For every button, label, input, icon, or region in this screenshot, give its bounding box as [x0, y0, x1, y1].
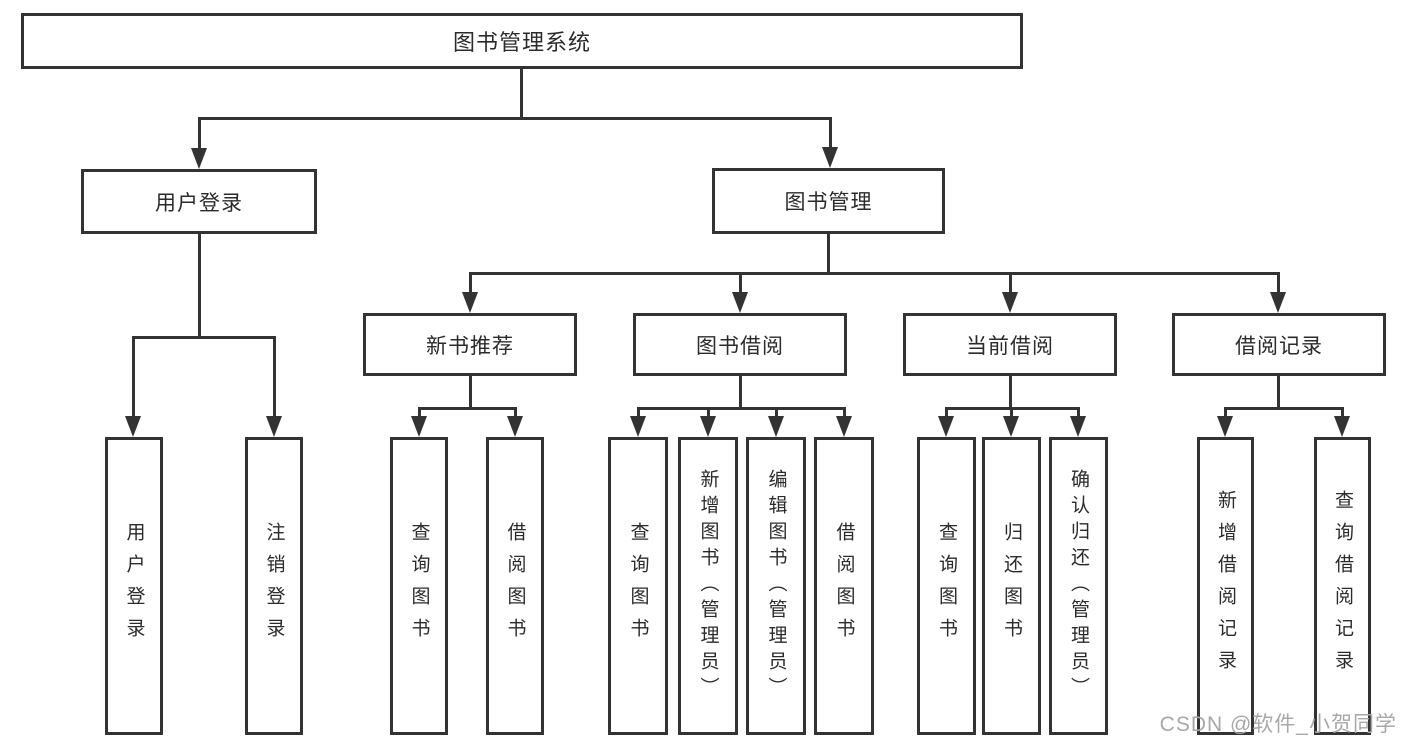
connector-stem-leaf	[418, 407, 421, 420]
arrowhead-down-icon	[700, 416, 716, 437]
node-logout: 注销登录	[245, 437, 303, 735]
connector-level3-bar	[470, 272, 1280, 275]
arrowhead-down-icon	[191, 148, 207, 169]
node-recommend-query-books: 查询图书	[390, 437, 448, 735]
node-query-borrow-record: 查询借阅记录	[1314, 437, 1371, 735]
connector-stem-book-management	[829, 117, 832, 153]
connector-user-login-stub	[198, 234, 201, 339]
arrowhead-down-icon	[411, 416, 427, 437]
arrowhead-down-icon	[462, 292, 478, 313]
connector-group4-bar	[946, 407, 1080, 410]
connector-stem-leaf	[945, 407, 948, 420]
connector-group2-bar	[419, 407, 517, 410]
node-label: 借阅图书	[833, 522, 855, 650]
node-label: 查询图书	[408, 522, 430, 650]
node-label: 确认归还（管理员）	[1068, 469, 1089, 703]
arrowhead-down-icon	[1270, 292, 1286, 313]
connector-stem-leaf	[637, 407, 640, 420]
node-new-book-recommendation: 新书推荐	[363, 313, 577, 376]
arrowhead-down-icon	[768, 416, 784, 437]
connector-stem-book-borrowing	[739, 272, 742, 296]
connector-stem-leaf	[1341, 407, 1344, 420]
node-return-books: 归还图书	[982, 437, 1041, 735]
arrowhead-down-icon	[266, 416, 282, 437]
connector-current-borrowing-stub	[1009, 376, 1012, 410]
connector-new-book-stub	[469, 376, 472, 410]
node-add-book-admin: 新增图书（管理员）	[678, 437, 738, 735]
connector-root-stub	[520, 68, 523, 120]
connector-stem-leaf	[707, 407, 710, 420]
connector-book-management-stub	[827, 234, 830, 275]
connector-stem-borrowing-records	[1277, 272, 1280, 296]
node-recommend-borrow-books: 借阅图书	[486, 437, 544, 735]
arrowhead-down-icon	[1334, 416, 1350, 437]
node-borrowing-borrow-books: 借阅图书	[814, 437, 874, 735]
connector-group1-bar	[133, 336, 276, 339]
connector-stem-leaf	[1077, 407, 1080, 420]
connector-stem-new-book	[469, 272, 472, 296]
arrowhead-down-icon	[822, 147, 838, 168]
node-label: 查询图书	[936, 522, 957, 650]
arrowhead-down-icon	[1217, 416, 1233, 437]
connector-stem-user-login	[198, 117, 201, 153]
connector-stem-leaf	[514, 407, 517, 420]
node-label: 归还图书	[1001, 522, 1022, 650]
node-borrowing-records: 借阅记录	[1172, 313, 1386, 376]
node-label: 注销登录	[263, 522, 285, 650]
connector-group3-bar	[638, 407, 846, 410]
node-current-borrowing: 当前借阅	[903, 313, 1117, 376]
connector-stem-leaf	[843, 407, 846, 420]
arrowhead-down-icon	[732, 292, 748, 313]
arrowhead-down-icon	[507, 416, 523, 437]
node-label: 借阅图书	[504, 522, 526, 650]
node-label: 用户登录	[123, 522, 145, 650]
connector-stem-current-borrowing	[1009, 272, 1012, 296]
node-add-borrow-record: 新增借阅记录	[1197, 437, 1254, 735]
connector-stem-leaf	[273, 336, 276, 420]
connector-stem-leaf	[775, 407, 778, 420]
node-label: 编辑图书（管理员）	[765, 469, 787, 703]
connector-stem-leaf	[1224, 407, 1227, 420]
node-user-login: 用户登录	[105, 437, 163, 735]
arrowhead-down-icon	[938, 416, 954, 437]
node-book-management-module: 图书管理	[712, 168, 945, 234]
connector-stem-leaf	[132, 336, 135, 420]
connector-book-borrowing-stub	[739, 376, 742, 410]
arrowhead-down-icon	[630, 416, 646, 437]
arrowhead-down-icon	[125, 416, 141, 437]
node-current-query-books: 查询图书	[917, 437, 976, 735]
connector-borrowing-records-stub	[1277, 376, 1280, 410]
connector-group5-bar	[1225, 407, 1344, 410]
node-confirm-return-admin: 确认归还（管理员）	[1049, 437, 1108, 735]
connector-stem-leaf	[1010, 407, 1013, 420]
node-label: 新增借阅记录	[1215, 490, 1236, 682]
node-library-management-system: 图书管理系统	[21, 13, 1023, 69]
arrowhead-down-icon	[1070, 416, 1086, 437]
arrowhead-down-icon	[836, 416, 852, 437]
node-borrowing-query-books: 查询图书	[608, 437, 668, 735]
csdn-watermark: CSDN @软件_小贺同学	[1159, 713, 1397, 736]
node-user-login-module: 用户登录	[81, 169, 317, 234]
node-label: 新增图书（管理员）	[697, 469, 719, 703]
arrowhead-down-icon	[1002, 292, 1018, 313]
arrowhead-down-icon	[1003, 416, 1019, 437]
node-book-borrowing: 图书借阅	[633, 313, 847, 376]
node-label: 查询借阅记录	[1332, 490, 1353, 682]
connector-level2-bar	[199, 117, 832, 120]
node-label: 查询图书	[627, 522, 649, 650]
node-edit-book-admin: 编辑图书（管理员）	[746, 437, 806, 735]
